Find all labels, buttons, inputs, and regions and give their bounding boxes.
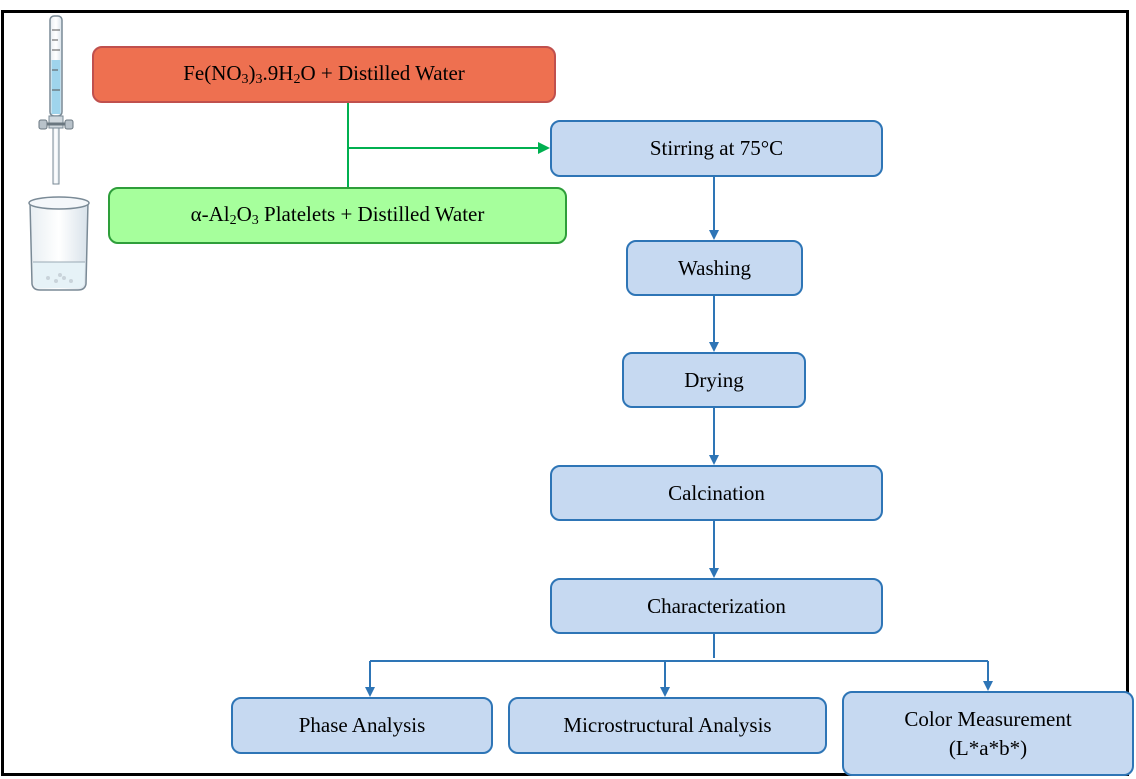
step-stirring-label: Stirring at 75°C: [649, 136, 784, 161]
iron-nitrate-label: Fe(NO3)3.9H2O + Distilled Water: [183, 61, 465, 88]
iron-nitrate-solution-box: Fe(NO3)3.9H2O + Distilled Water: [92, 46, 556, 103]
step-calcination: Calcination: [550, 465, 883, 521]
step-drying: Drying: [622, 352, 806, 408]
color-measurement-text: Color Measurement (L*a*b*): [904, 705, 1071, 762]
alumina-suspension-box: α-Al2O3 Platelets + Distilled Water: [108, 187, 567, 244]
process-arrows: [365, 177, 993, 697]
microstructural-analysis-box: Microstructural Analysis: [508, 697, 827, 754]
microstructural-analysis-label: Microstructural Analysis: [563, 713, 772, 738]
step-washing-label: Washing: [678, 255, 751, 280]
phase-analysis-box: Phase Analysis: [231, 697, 493, 754]
step-calcination-label: Calcination: [668, 480, 765, 505]
step-characterization: Characterization: [550, 578, 883, 634]
input-merge-connector: [347, 102, 550, 188]
color-measurement-box: Color Measurement (L*a*b*): [842, 691, 1134, 776]
color-measurement-label: Color Measurement: [904, 707, 1072, 732]
burette-icon: [38, 15, 74, 185]
phase-analysis-label: Phase Analysis: [298, 713, 426, 738]
step-stirring: Stirring at 75°C: [550, 120, 883, 177]
color-space-label: (L*a*b*): [948, 735, 1028, 760]
step-drying-label: Drying: [684, 367, 744, 392]
diagram-frame: [1, 10, 1129, 776]
step-characterization-label: Characterization: [647, 593, 786, 618]
alumina-label: α-Al2O3 Platelets + Distilled Water: [190, 202, 485, 229]
step-washing: Washing: [626, 240, 803, 296]
beaker-icon: [28, 196, 90, 291]
